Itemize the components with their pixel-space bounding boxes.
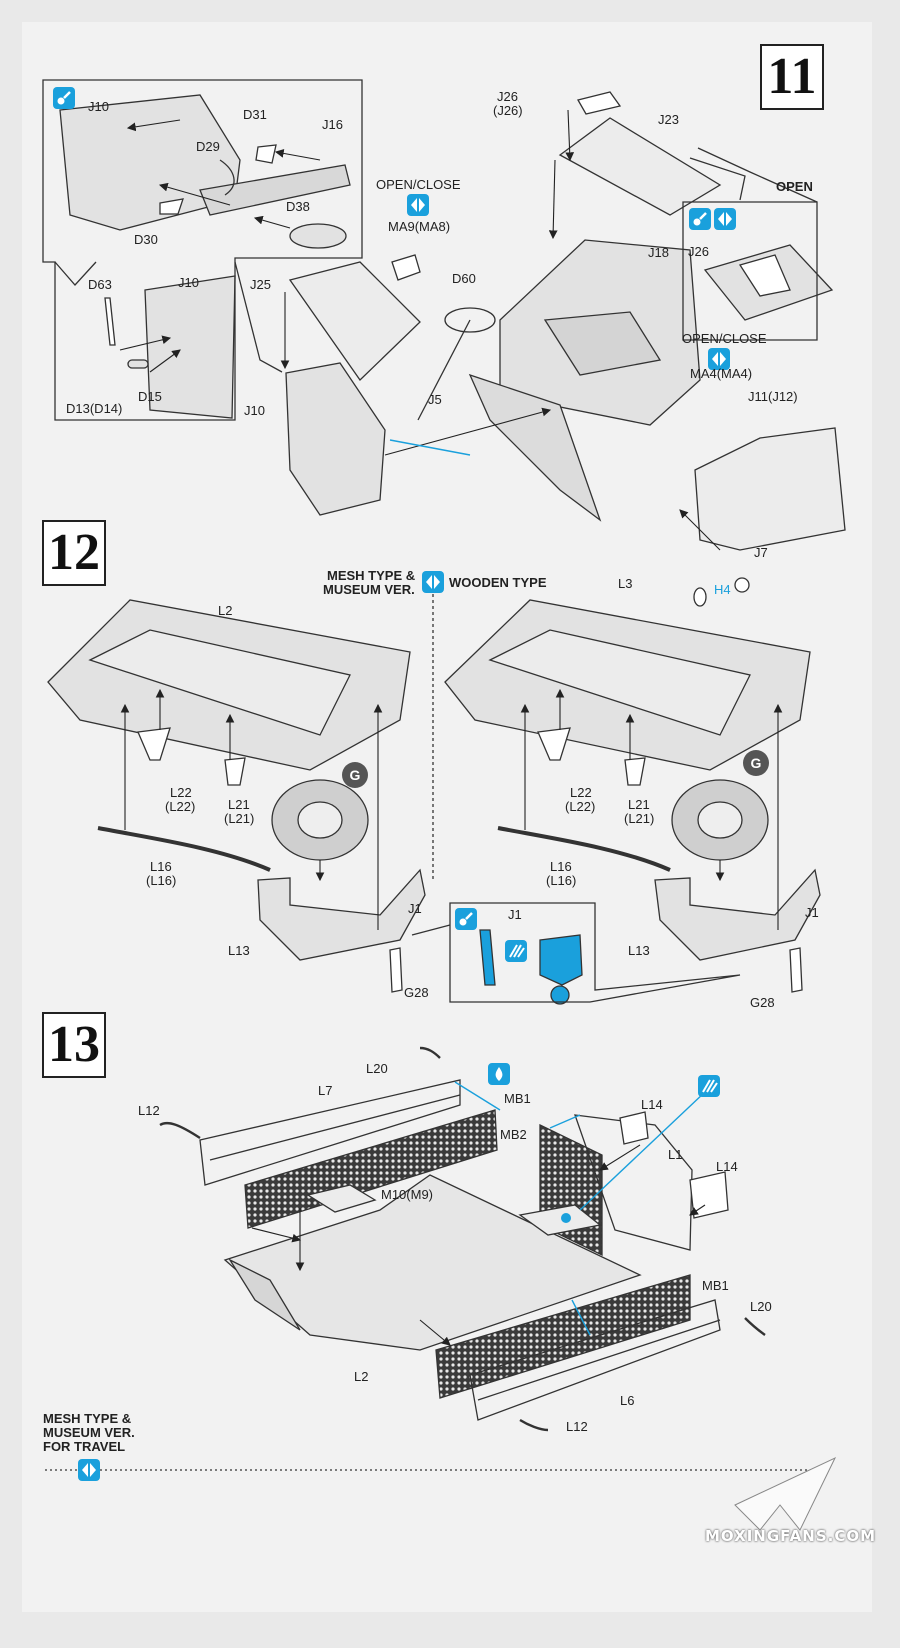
step13-blue-leaders — [454, 1081, 706, 1336]
cut-icon — [698, 1075, 720, 1097]
part-label: J1 — [408, 901, 422, 916]
part-label-blue: H4 — [714, 582, 731, 597]
part-label: J1 — [508, 907, 522, 922]
part-label: J10 — [178, 275, 199, 290]
part-label: L20 — [366, 1061, 388, 1076]
part-label: J26 — [688, 244, 709, 259]
choice-icon — [708, 348, 730, 370]
glue-icon — [455, 908, 477, 930]
open-close-label-2: OPEN/CLOSE — [682, 331, 767, 346]
part-label: L20 — [750, 1299, 772, 1314]
part-label: MA9(MA8) — [388, 219, 451, 234]
step11-arrows — [119, 109, 721, 551]
step13-drawing — [159, 1046, 766, 1432]
part-label: L2 — [218, 603, 233, 618]
footer-for-travel: FOR TRAVEL — [43, 1439, 126, 1454]
part-label: (J26) — [493, 103, 523, 118]
part-label: J7 — [754, 545, 768, 560]
part-label: L12 — [138, 1103, 160, 1118]
part-label: D29 — [196, 139, 220, 154]
part-label: L16 — [150, 859, 172, 874]
part-label: (L22) — [565, 799, 596, 814]
part-label: L13 — [228, 943, 250, 958]
part-label: J18 — [648, 245, 669, 260]
step11-drawing — [59, 91, 846, 607]
part-label: J10 — [244, 403, 265, 418]
part-label: L3 — [618, 576, 633, 591]
step12-arrows — [120, 688, 783, 930]
part-label: D31 — [243, 107, 267, 122]
part-label: L6 — [620, 1393, 635, 1408]
part-label: L13 — [628, 943, 650, 958]
part-label: J1 — [805, 905, 819, 920]
wooden-type-label: WOODEN TYPE — [449, 575, 547, 590]
open-label: OPEN — [776, 179, 813, 194]
step11-frames — [42, 79, 818, 421]
part-label: MB1 — [504, 1091, 531, 1106]
part-label: L22 — [170, 785, 192, 800]
step-number-13: 13 — [42, 1012, 106, 1078]
footer-museum-ver: MUSEUM VER. — [43, 1425, 135, 1440]
step12-drawing — [47, 599, 821, 1005]
part-label: G28 — [750, 995, 775, 1010]
watermark: MOXINGFANS.COM — [705, 1527, 877, 1545]
part-label: L22 — [570, 785, 592, 800]
mesh-type-label: MESH TYPE & — [327, 568, 416, 583]
part-label: L14 — [641, 1097, 663, 1112]
step13-arrows — [251, 1144, 706, 1346]
paper-plane-logo — [734, 1456, 837, 1531]
part-label: J25 — [250, 277, 271, 292]
part-label: D60 — [452, 271, 476, 286]
step12-frames — [411, 588, 741, 1003]
choice-icon — [407, 194, 429, 216]
part-label: L16 — [550, 859, 572, 874]
part-label: J11(J12) — [748, 389, 798, 404]
part-label: D63 — [88, 277, 112, 292]
choice-icon — [422, 571, 444, 593]
part-label: D15 — [138, 389, 162, 404]
part-label: D30 — [134, 232, 158, 247]
choice-icon — [714, 208, 736, 230]
part-label: G28 — [404, 985, 429, 1000]
footer-mesh-type: MESH TYPE & — [43, 1411, 132, 1426]
museum-ver-label: MUSEUM VER. — [323, 582, 415, 597]
part-label: J5 — [428, 392, 442, 407]
part-label: M10(M9) — [381, 1187, 434, 1202]
glue-icon — [689, 208, 711, 230]
paint-icon — [488, 1063, 510, 1085]
cut-icon — [505, 940, 527, 962]
glue-icon — [53, 87, 75, 109]
part-label: (L22) — [165, 799, 196, 814]
choice-icon — [78, 1459, 100, 1481]
part-label: (L21) — [224, 811, 255, 826]
part-label: D13(D14) — [66, 401, 123, 416]
part-label: (L21) — [624, 811, 655, 826]
step-number-11: 11 — [760, 44, 824, 110]
part-label: L21 — [628, 797, 650, 812]
part-label: L1 — [668, 1147, 683, 1162]
part-label: (L16) — [146, 873, 177, 888]
part-label: MB1 — [702, 1278, 729, 1293]
part-label: (L16) — [546, 873, 577, 888]
step-number-12: 12 — [42, 520, 106, 586]
part-label: MA4(MA4) — [690, 366, 753, 381]
part-label: MB2 — [500, 1127, 527, 1142]
part-label: L7 — [318, 1083, 333, 1098]
part-label: L14 — [716, 1159, 738, 1174]
tire-g-badge-right: G — [743, 750, 769, 776]
open-close-label-1: OPEN/CLOSE — [376, 177, 461, 192]
part-label: L2 — [354, 1369, 369, 1384]
part-label: J26 — [497, 89, 518, 104]
part-label: D38 — [286, 199, 310, 214]
part-label: L12 — [566, 1419, 588, 1434]
tire-g-badge-left: G — [342, 762, 368, 788]
part-label: L21 — [228, 797, 250, 812]
glue-point — [561, 1213, 571, 1223]
part-label: J10 — [88, 99, 109, 114]
part-label: J23 — [658, 112, 679, 127]
part-label: J16 — [322, 117, 343, 132]
